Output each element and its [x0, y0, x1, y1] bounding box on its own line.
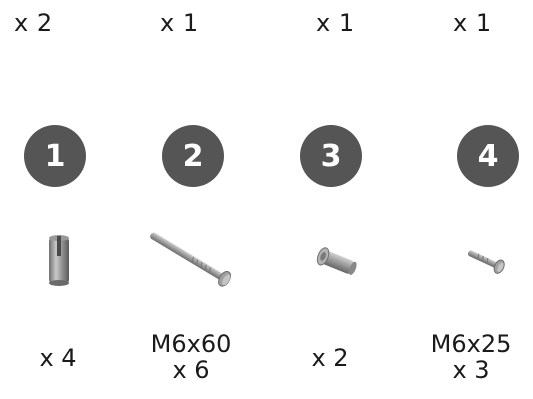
part-number-badge-4: 4: [457, 125, 519, 187]
part-label-1: x 4: [8, 345, 108, 371]
barrel-nut-icon: [312, 244, 362, 280]
long-bolt-icon: [148, 231, 244, 295]
top-quantity-3: x 1: [316, 9, 355, 37]
part-size: M6x25: [416, 331, 526, 357]
short-bolt-icon: [466, 248, 512, 278]
cam-dowel-icon: [44, 232, 74, 288]
top-quantity-1: x 2: [14, 9, 53, 37]
top-quantity-2: x 1: [160, 9, 199, 37]
part-number-badge-2: 2: [162, 125, 224, 187]
part-number-badge-3: 3: [300, 125, 362, 187]
part-quantity: x 4: [8, 345, 108, 371]
part-quantity: x 6: [136, 357, 246, 383]
part-quantity: x 2: [280, 345, 380, 371]
part-label-3: x 2: [280, 345, 380, 371]
part-label-4: M6x25 x 3: [416, 331, 526, 383]
part-quantity: x 3: [416, 357, 526, 383]
part-size: M6x60: [136, 331, 246, 357]
part-label-2: M6x60 x 6: [136, 331, 246, 383]
part-number-badge-1: 1: [24, 125, 86, 187]
top-quantity-4: x 1: [453, 9, 492, 37]
